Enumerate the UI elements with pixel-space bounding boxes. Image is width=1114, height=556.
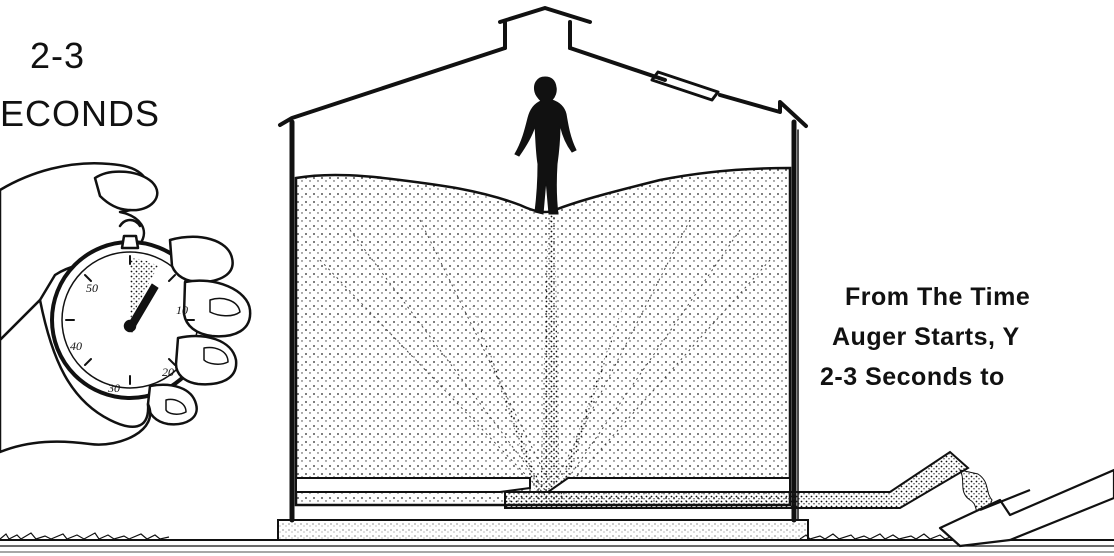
unload-auger: [504, 450, 970, 509]
grain-flow-lines: [319, 219, 771, 496]
dial-number: 20: [162, 365, 174, 379]
grain-flow-funnel: [470, 215, 625, 505]
dial-number: 30: [107, 381, 120, 395]
dial-number: 10: [176, 303, 188, 317]
grain-mass: [294, 166, 792, 507]
right-caption-line2: Auger Starts, Y: [832, 323, 1020, 351]
bin-foundation: [277, 519, 809, 541]
grain-wagon: [938, 468, 1114, 548]
right-caption-line1: From The Time: [845, 283, 1031, 311]
dial-number: 50: [86, 281, 98, 295]
right-caption-line3: 2-3 Seconds to: [820, 363, 1005, 391]
left-caption-line1: 2-3: [30, 35, 86, 76]
stopwatch-dial-numbers: 50 10 40 20 30: [70, 281, 188, 395]
floor-channels: [295, 477, 791, 493]
dial-number: 40: [70, 339, 82, 353]
left-caption-line2: ECONDS: [0, 93, 161, 134]
hand-with-stopwatch: [0, 162, 252, 454]
person-silhouette: [514, 76, 577, 215]
